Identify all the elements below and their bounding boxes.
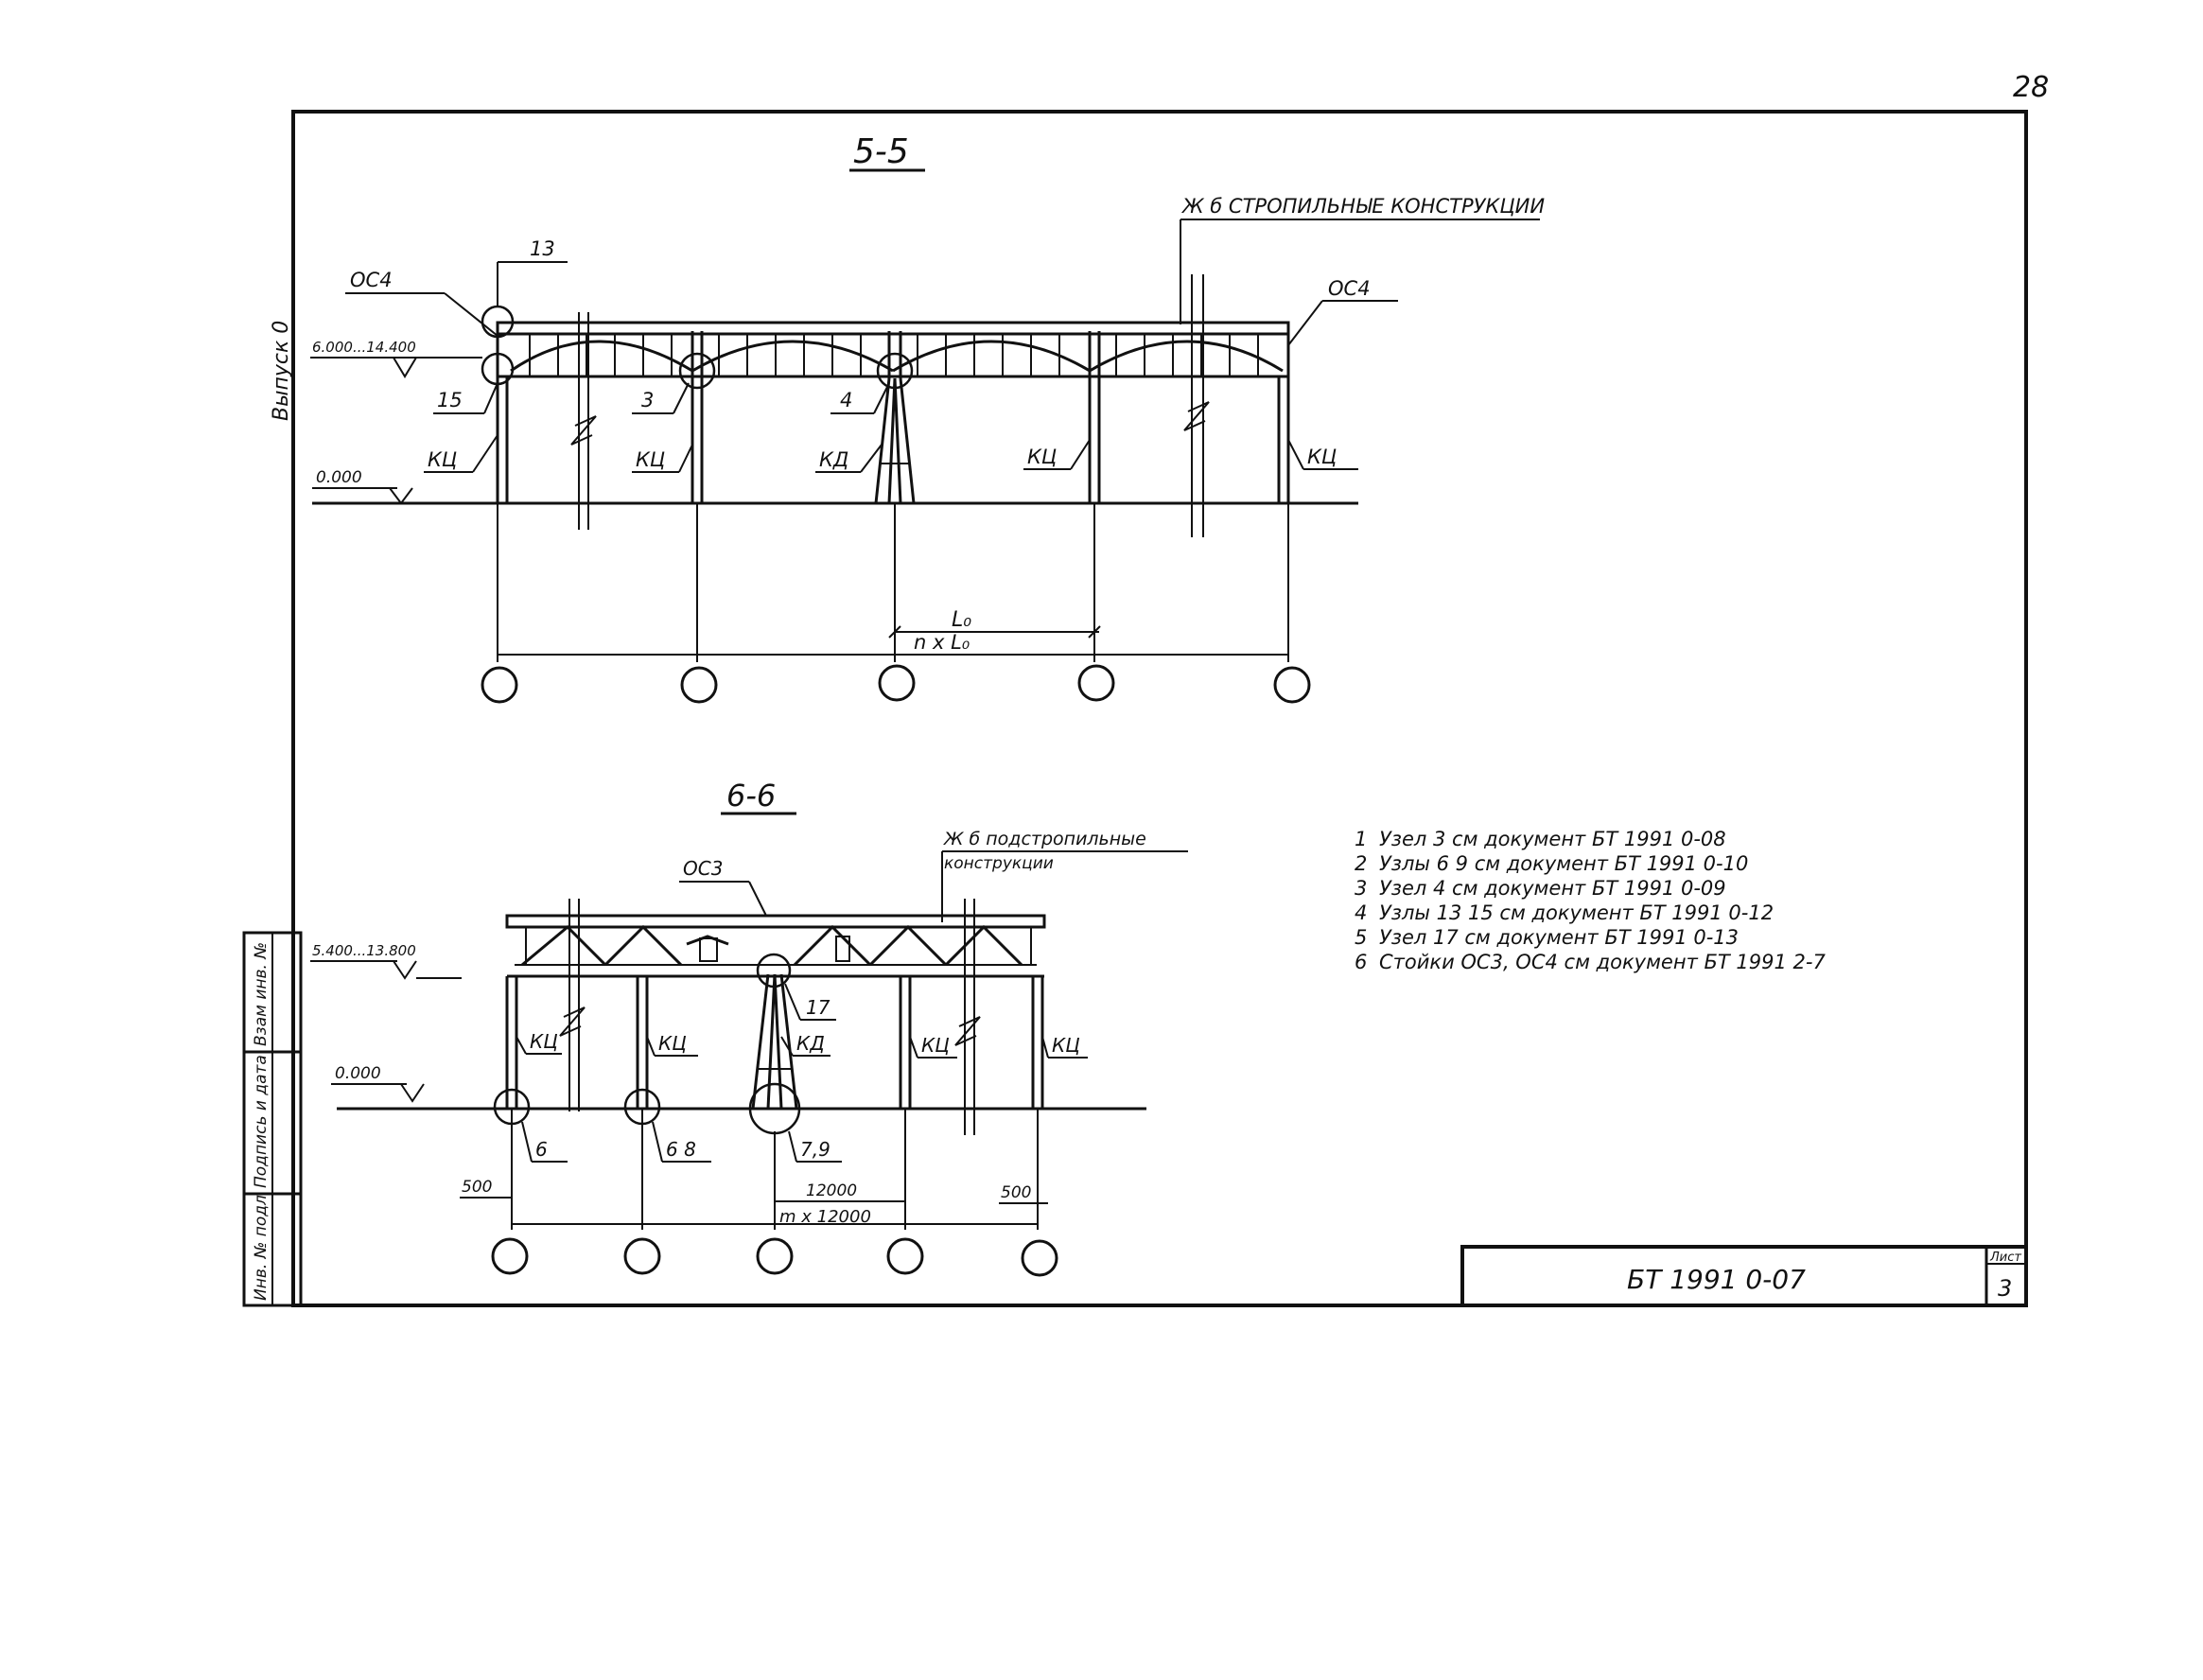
- node-17-label: 17: [806, 996, 830, 1019]
- side-cell-sign: Подпись и дата: [252, 1055, 271, 1188]
- kc-label-4: КЦ: [1307, 446, 1337, 468]
- kc6-label-1: КЦ: [530, 1030, 558, 1053]
- kd-label-5: КД: [819, 448, 848, 471]
- section-6-title: 6-6: [726, 778, 776, 814]
- note-4-text: Узлы 13 15 см документ БТ 1991 0-12: [1379, 901, 1774, 924]
- side-label-vypusk: Выпуск 0: [270, 321, 293, 421]
- dim-500-right: 500: [1001, 1183, 1031, 1202]
- dim-total-6: m x 12000: [779, 1207, 871, 1227]
- oc4-left-label: ОС4: [350, 269, 393, 291]
- kc-label-2: КЦ: [636, 448, 665, 471]
- node-79-label: 7,9: [800, 1138, 830, 1161]
- section-5-title: 5-5: [853, 132, 909, 171]
- kc6-label-2: КЦ: [658, 1032, 687, 1055]
- sheet-label: Лист: [1989, 1251, 2021, 1265]
- dim-span-5: L₀: [952, 608, 971, 632]
- oc4-right-label: ОС4: [1328, 277, 1371, 300]
- roof-beam-6: [505, 914, 1046, 929]
- doc-code: БТ 1991 0-07: [1627, 1264, 1806, 1295]
- dim-total-5: n x L₀: [914, 631, 970, 654]
- notes-list: 1 Узел 3 см документ БТ 1991 0-08 2 Узлы…: [1355, 828, 1826, 973]
- kc6-label-3: КЦ: [921, 1034, 950, 1057]
- dim-12000: 12000: [806, 1181, 857, 1200]
- dim-500-left: 500: [462, 1178, 492, 1197]
- note-2-text: Узлы 6 9 см документ БТ 1991 0-10: [1379, 852, 1748, 875]
- side-cell-inv: Инв. № подл: [252, 1195, 271, 1301]
- note-4-num: 4: [1355, 901, 1367, 924]
- note-3-text: Узел 4 см документ БТ 1991 0-09: [1379, 877, 1726, 900]
- level-top-6: 5.400...13.800: [312, 942, 416, 959]
- side-cell-replace: Взам инв. №: [252, 942, 271, 1046]
- note-5-num: 5: [1355, 926, 1367, 949]
- roof-structures-note: Ж б СТРОПИЛЬНЫЕ КОНСТРУКЦИИ: [1180, 195, 1545, 218]
- note-6-num: 6: [1355, 951, 1367, 973]
- note-6-text: Стойки ОС3, ОС4 см документ БТ 1991 2-7: [1379, 951, 1826, 973]
- node-6-label: 6: [535, 1138, 548, 1161]
- side-info-table: Инв. № подл Подпись и дата Взам инв. №: [242, 931, 303, 1307]
- section-6-6: 6-6 Ж б подстропильные конструкции ОС3: [310, 778, 1188, 1277]
- node-68-label: 6 8: [666, 1138, 696, 1161]
- roof-beam-5: [496, 321, 1290, 336]
- sub-roof-note-1: Ж б подстропильные: [943, 829, 1146, 849]
- note-2-num: 2: [1355, 852, 1367, 875]
- note-1-num: 1: [1355, 828, 1367, 850]
- node-4-label: 4: [840, 389, 852, 411]
- kc-label-1: КЦ: [428, 448, 457, 471]
- kc-label-3: КЦ: [1027, 446, 1057, 468]
- level-top-5: 6.000...14.400: [312, 339, 416, 356]
- kc6-label-4: КЦ: [1052, 1034, 1080, 1057]
- note-1-text: Узел 3 см документ БТ 1991 0-08: [1379, 828, 1726, 850]
- node-3-label: 3: [641, 389, 654, 411]
- node-13-label: 13: [530, 237, 555, 260]
- section-5-5: 5-5 Выпуск 0 Ж б СТРОПИЛЬНЫЕ КОНСТРУКЦИИ: [270, 132, 1545, 704]
- sheet-frame: [291, 110, 2028, 1307]
- level-zero-5: 0.000: [316, 468, 362, 487]
- sub-roof-note-2: конструкции: [944, 854, 1054, 873]
- note-5-text: Узел 17 см документ БТ 1991 0-13: [1379, 926, 1739, 949]
- oc3-label: ОС3: [683, 857, 723, 880]
- note-3-num: 3: [1355, 877, 1367, 900]
- node-15-label: 15: [437, 389, 463, 411]
- title-stamp: БТ 1991 0-07 Лист 3: [1460, 1245, 2028, 1307]
- level-zero-6: 0.000: [335, 1064, 381, 1083]
- page-number: 28: [2013, 71, 2049, 104]
- kd6-label: КД: [796, 1032, 825, 1055]
- sheet-number: 3: [1998, 1275, 2012, 1302]
